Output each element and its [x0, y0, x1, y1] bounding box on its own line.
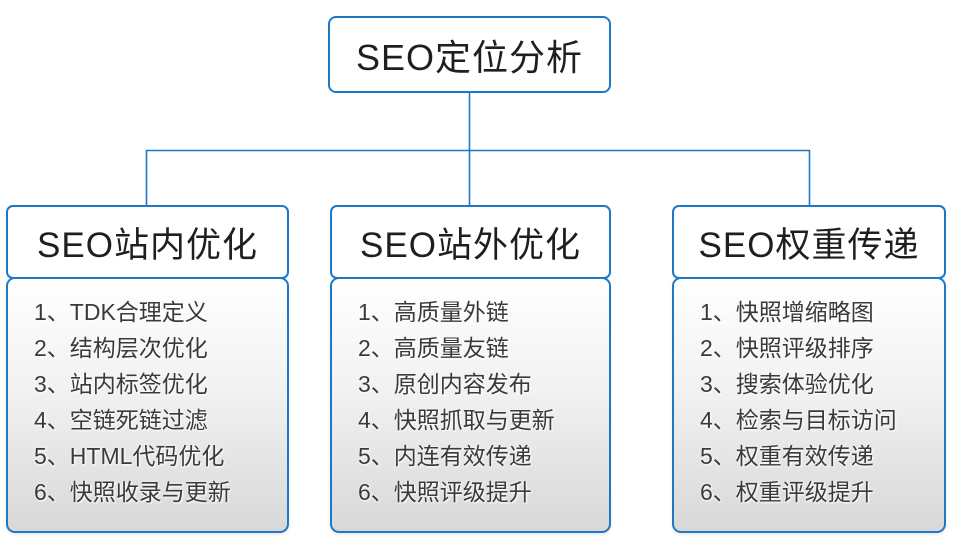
- column-weight-header: SEO权重传递: [672, 205, 946, 279]
- column-offsite-header: SEO站外优化: [330, 205, 611, 279]
- column-weight-panel: 1、快照增缩略图 2、快照评级排序 3、搜索体验优化 4、检索与目标访问 5、权…: [672, 277, 946, 533]
- list-item: 5、HTML代码优化: [34, 443, 225, 469]
- list-item: 2、高质量友链: [358, 335, 509, 361]
- list-item: 1、TDK合理定义: [34, 299, 208, 325]
- column-weight-item-list: 1、快照增缩略图 2、快照评级排序 3、搜索体验优化 4、检索与目标访问 5、权…: [674, 279, 944, 512]
- column-onsite-title: SEO站内优化: [37, 225, 258, 265]
- list-item: 5、权重有效传递: [700, 443, 874, 469]
- list-item: 3、原创内容发布: [358, 371, 532, 397]
- column-weight-title: SEO权重传递: [698, 225, 920, 265]
- list-item: 1、快照增缩略图: [700, 299, 874, 325]
- list-item: 6、权重评级提升: [700, 479, 874, 505]
- root-node-title: SEO定位分析: [355, 36, 584, 78]
- list-item: 4、空链死链过滤: [34, 407, 208, 433]
- list-item: 6、快照评级提升: [358, 479, 532, 505]
- list-item: 3、搜索体验优化: [700, 371, 874, 397]
- list-item: 2、结构层次优化: [34, 335, 208, 361]
- list-item: 5、内连有效传递: [358, 443, 532, 469]
- list-item: 4、检索与目标访问: [700, 407, 897, 433]
- list-item: 6、快照收录与更新: [34, 479, 231, 505]
- root-node: SEO定位分析: [328, 16, 611, 93]
- column-offsite-item-list: 1、高质量外链 2、高质量友链 3、原创内容发布 4、快照抓取与更新 5、内连有…: [332, 279, 609, 512]
- column-onsite-header: SEO站内优化: [6, 205, 289, 279]
- column-onsite-panel: 1、TDK合理定义 2、结构层次优化 3、站内标签优化 4、空链死链过滤 5、H…: [6, 277, 289, 533]
- list-item: 1、高质量外链: [358, 299, 509, 325]
- column-offsite-panel: 1、高质量外链 2、高质量友链 3、原创内容发布 4、快照抓取与更新 5、内连有…: [330, 277, 611, 533]
- list-item: 3、站内标签优化: [34, 371, 208, 397]
- column-onsite-item-list: 1、TDK合理定义 2、结构层次优化 3、站内标签优化 4、空链死链过滤 5、H…: [8, 279, 287, 512]
- list-item: 2、快照评级排序: [700, 335, 874, 361]
- list-item: 4、快照抓取与更新: [358, 407, 555, 433]
- column-offsite-title: SEO站外优化: [360, 225, 581, 265]
